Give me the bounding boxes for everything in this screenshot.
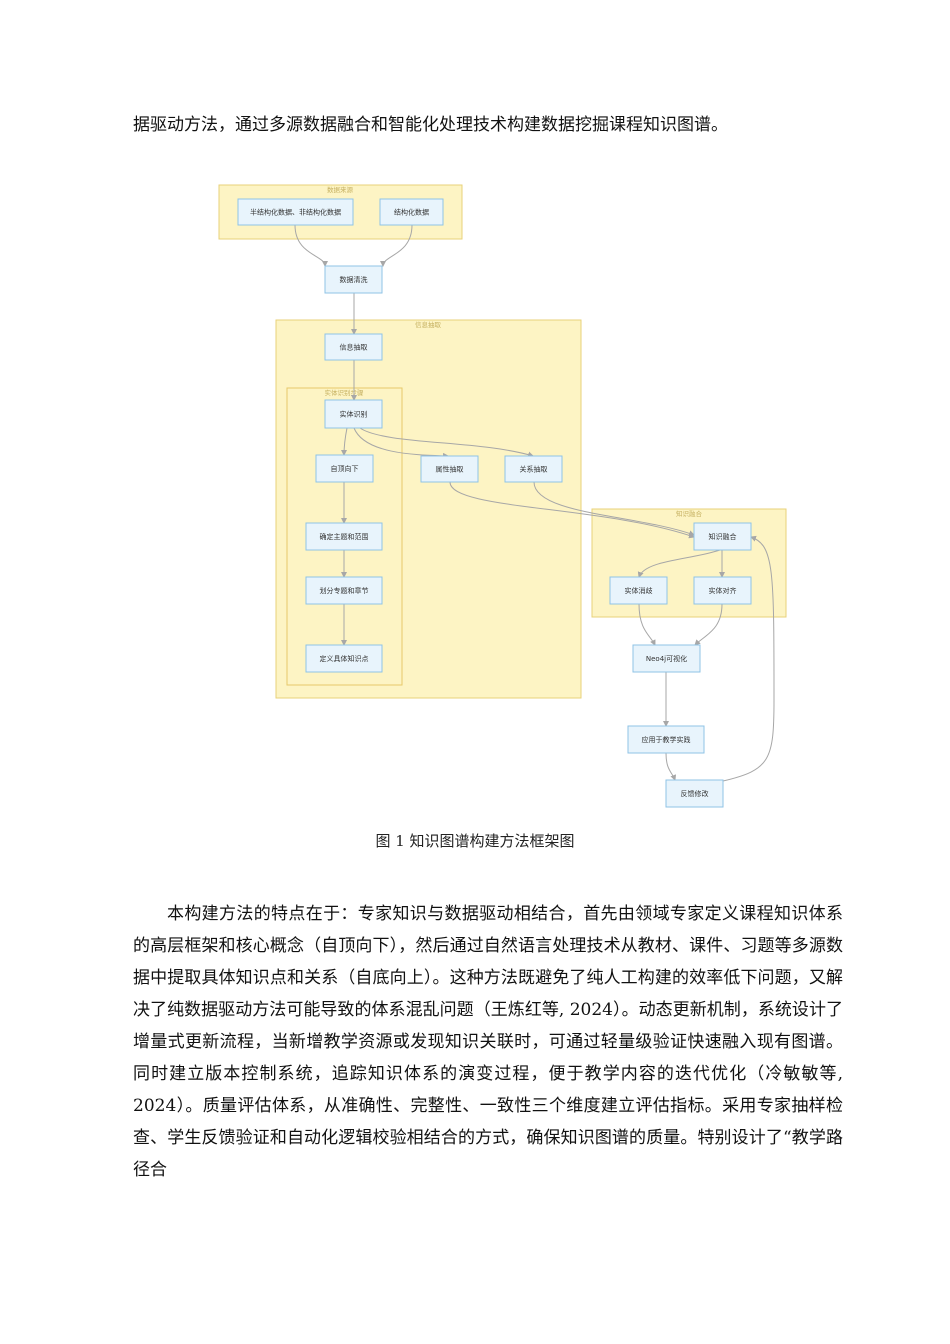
node-entity-recognition: 实体识别: [324, 399, 383, 429]
node-entity-align-label: 实体对齐: [709, 586, 737, 595]
node-entity-recognition-label: 实体识别: [340, 410, 368, 419]
node-entity-disamb-label: 实体消歧: [625, 586, 653, 595]
body-paragraph: 本构建方法的特点在于：专家知识与数据驱动相结合，首先由领域专家定义课程知识体系的…: [133, 904, 843, 1180]
node-entity-disamb: 实体消歧: [609, 576, 668, 605]
knowledge-graph-framework-diagram: 数据来源 信息抽取 实体识别步骤 知识融合 半结构化数据、非结: [218, 184, 787, 808]
node-knowledge-fusion-label: 知识融合: [709, 532, 737, 541]
node-top-down: 自顶向下: [315, 454, 374, 483]
node-feedback: 反馈修改: [665, 779, 724, 808]
node-data-cleaning-label: 数据清洗: [340, 275, 368, 284]
node-semi-unstructured: 半结构化数据、非结构化数据: [237, 198, 354, 226]
node-define-points-label: 定义具体知识点: [320, 654, 369, 663]
group-info-extract: 信息抽取: [275, 319, 582, 699]
node-define-topic-label: 确定主题和范围: [320, 532, 369, 541]
node-apply-teaching: 应用于教学实践: [627, 725, 705, 754]
node-divide-chapters: 划分专题和章节: [305, 576, 383, 605]
node-feedback-label: 反馈修改: [681, 789, 709, 798]
group-entity-recog: 实体识别步骤: [286, 387, 403, 686]
node-top-down-label: 自顶向下: [331, 464, 359, 473]
node-structured-label: 结构化数据: [394, 208, 429, 217]
figure-caption: 图 1 知识图谱构建方法框架图: [375, 832, 575, 850]
intro-text: 据驱动方法，通过多源数据融合和智能化处理技术构建数据挖掘课程知识图谱。: [133, 115, 728, 135]
node-info-extraction: 信息抽取: [324, 333, 383, 361]
diagram-edges: [294, 224, 775, 782]
node-neo4j-vis: Neo4j可视化: [632, 644, 701, 673]
node-define-topic: 确定主题和范围: [305, 522, 383, 551]
group-data-source-label: 数据来源: [327, 185, 354, 194]
group-entity-recog-label: 实体识别步骤: [325, 388, 365, 397]
node-neo4j-vis-label: Neo4j可视化: [646, 654, 687, 663]
node-data-cleaning: 数据清洗: [324, 265, 383, 294]
group-knowledge-fusion-label: 知识融合: [676, 509, 703, 518]
node-define-points: 定义具体知识点: [305, 644, 383, 673]
node-structured: 结构化数据: [379, 198, 444, 226]
group-info-extract-label: 信息抽取: [415, 320, 442, 329]
node-knowledge-fusion: 知识融合: [693, 522, 752, 551]
node-attr-extraction-label: 属性抽取: [436, 465, 464, 474]
node-divide-chapters-label: 划分专题和章节: [320, 586, 369, 595]
node-attr-extraction: 属性抽取: [420, 455, 479, 483]
node-rel-extraction-label: 关系抽取: [520, 465, 548, 474]
node-rel-extraction: 关系抽取: [504, 455, 563, 483]
node-info-extraction-label: 信息抽取: [340, 343, 368, 352]
node-entity-align: 实体对齐: [693, 576, 752, 605]
node-semi-unstructured-label: 半结构化数据、非结构化数据: [250, 208, 341, 217]
body-text: 本构建方法的特点在于：专家知识与数据驱动相结合，首先由领域专家定义课程知识体系的…: [133, 898, 843, 1186]
node-apply-teaching-label: 应用于教学实践: [642, 735, 691, 744]
